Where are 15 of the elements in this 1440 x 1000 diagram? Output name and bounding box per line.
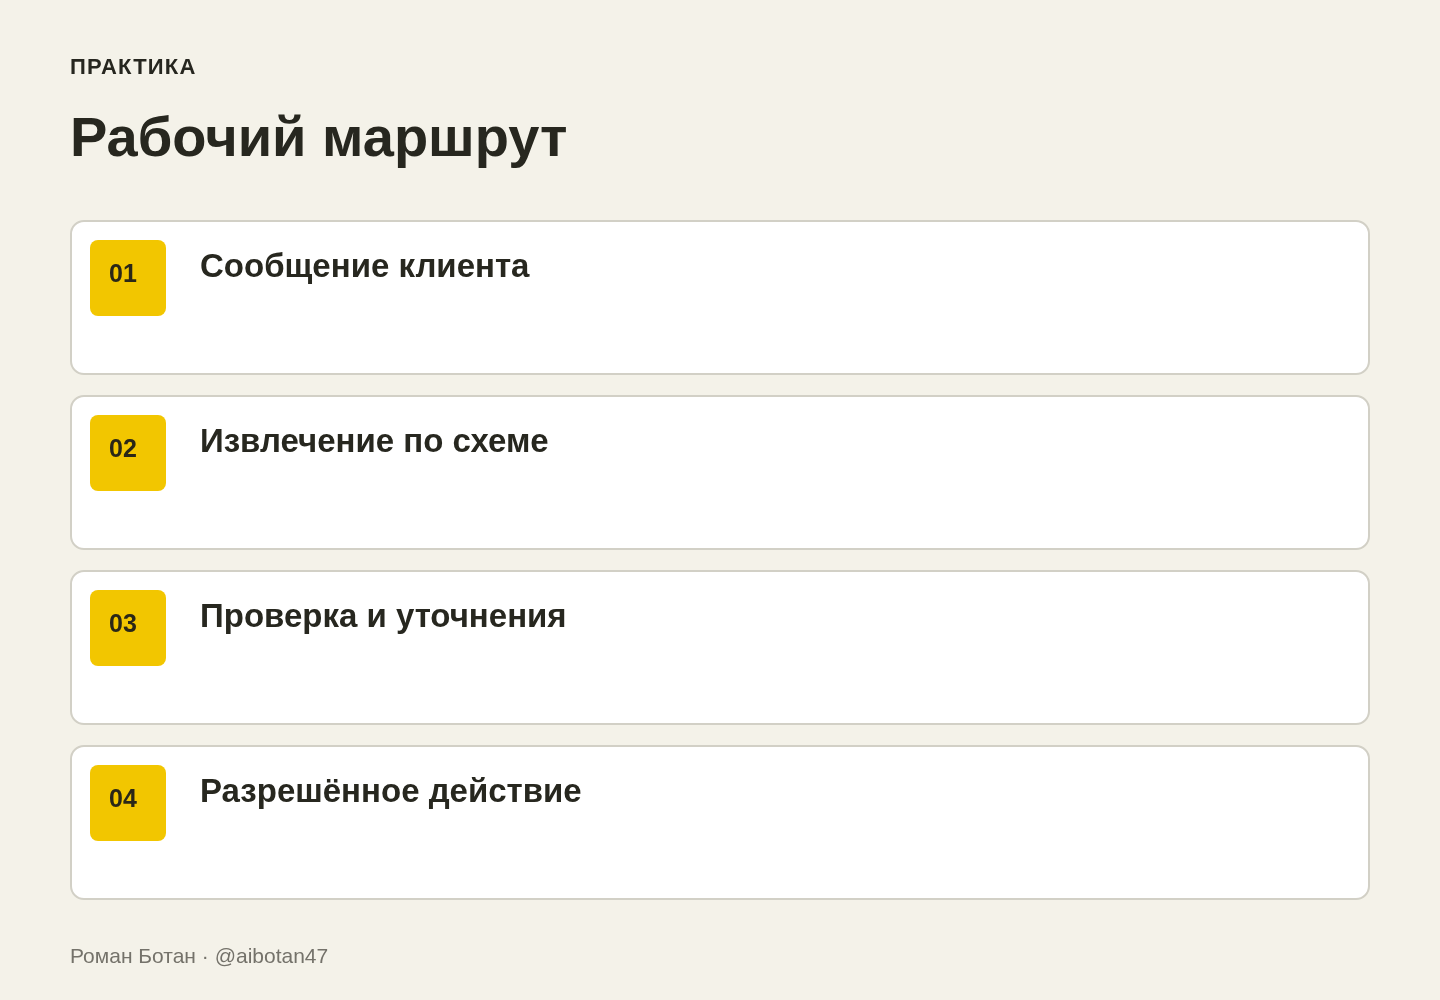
- step-card: [70, 220, 1370, 375]
- step-card: [70, 395, 1370, 550]
- step-number-badge: 01: [90, 240, 166, 316]
- section-kicker: ПРАКТИКА: [70, 54, 197, 80]
- step-number-badge: 04: [90, 765, 166, 841]
- step-title: Проверка и уточнения: [200, 596, 567, 636]
- step-title: Извлечение по схеме: [200, 421, 549, 461]
- step-number-badge: 03: [90, 590, 166, 666]
- step-card: [70, 745, 1370, 900]
- step-number-badge: 02: [90, 415, 166, 491]
- slide-title: Рабочий маршрут: [70, 104, 568, 170]
- step-title: Разрешённое действие: [200, 771, 582, 811]
- footer-credits: Роман Ботан · @aibotan47: [70, 943, 329, 969]
- step-card: [70, 570, 1370, 725]
- step-title: Сообщение клиента: [200, 246, 530, 286]
